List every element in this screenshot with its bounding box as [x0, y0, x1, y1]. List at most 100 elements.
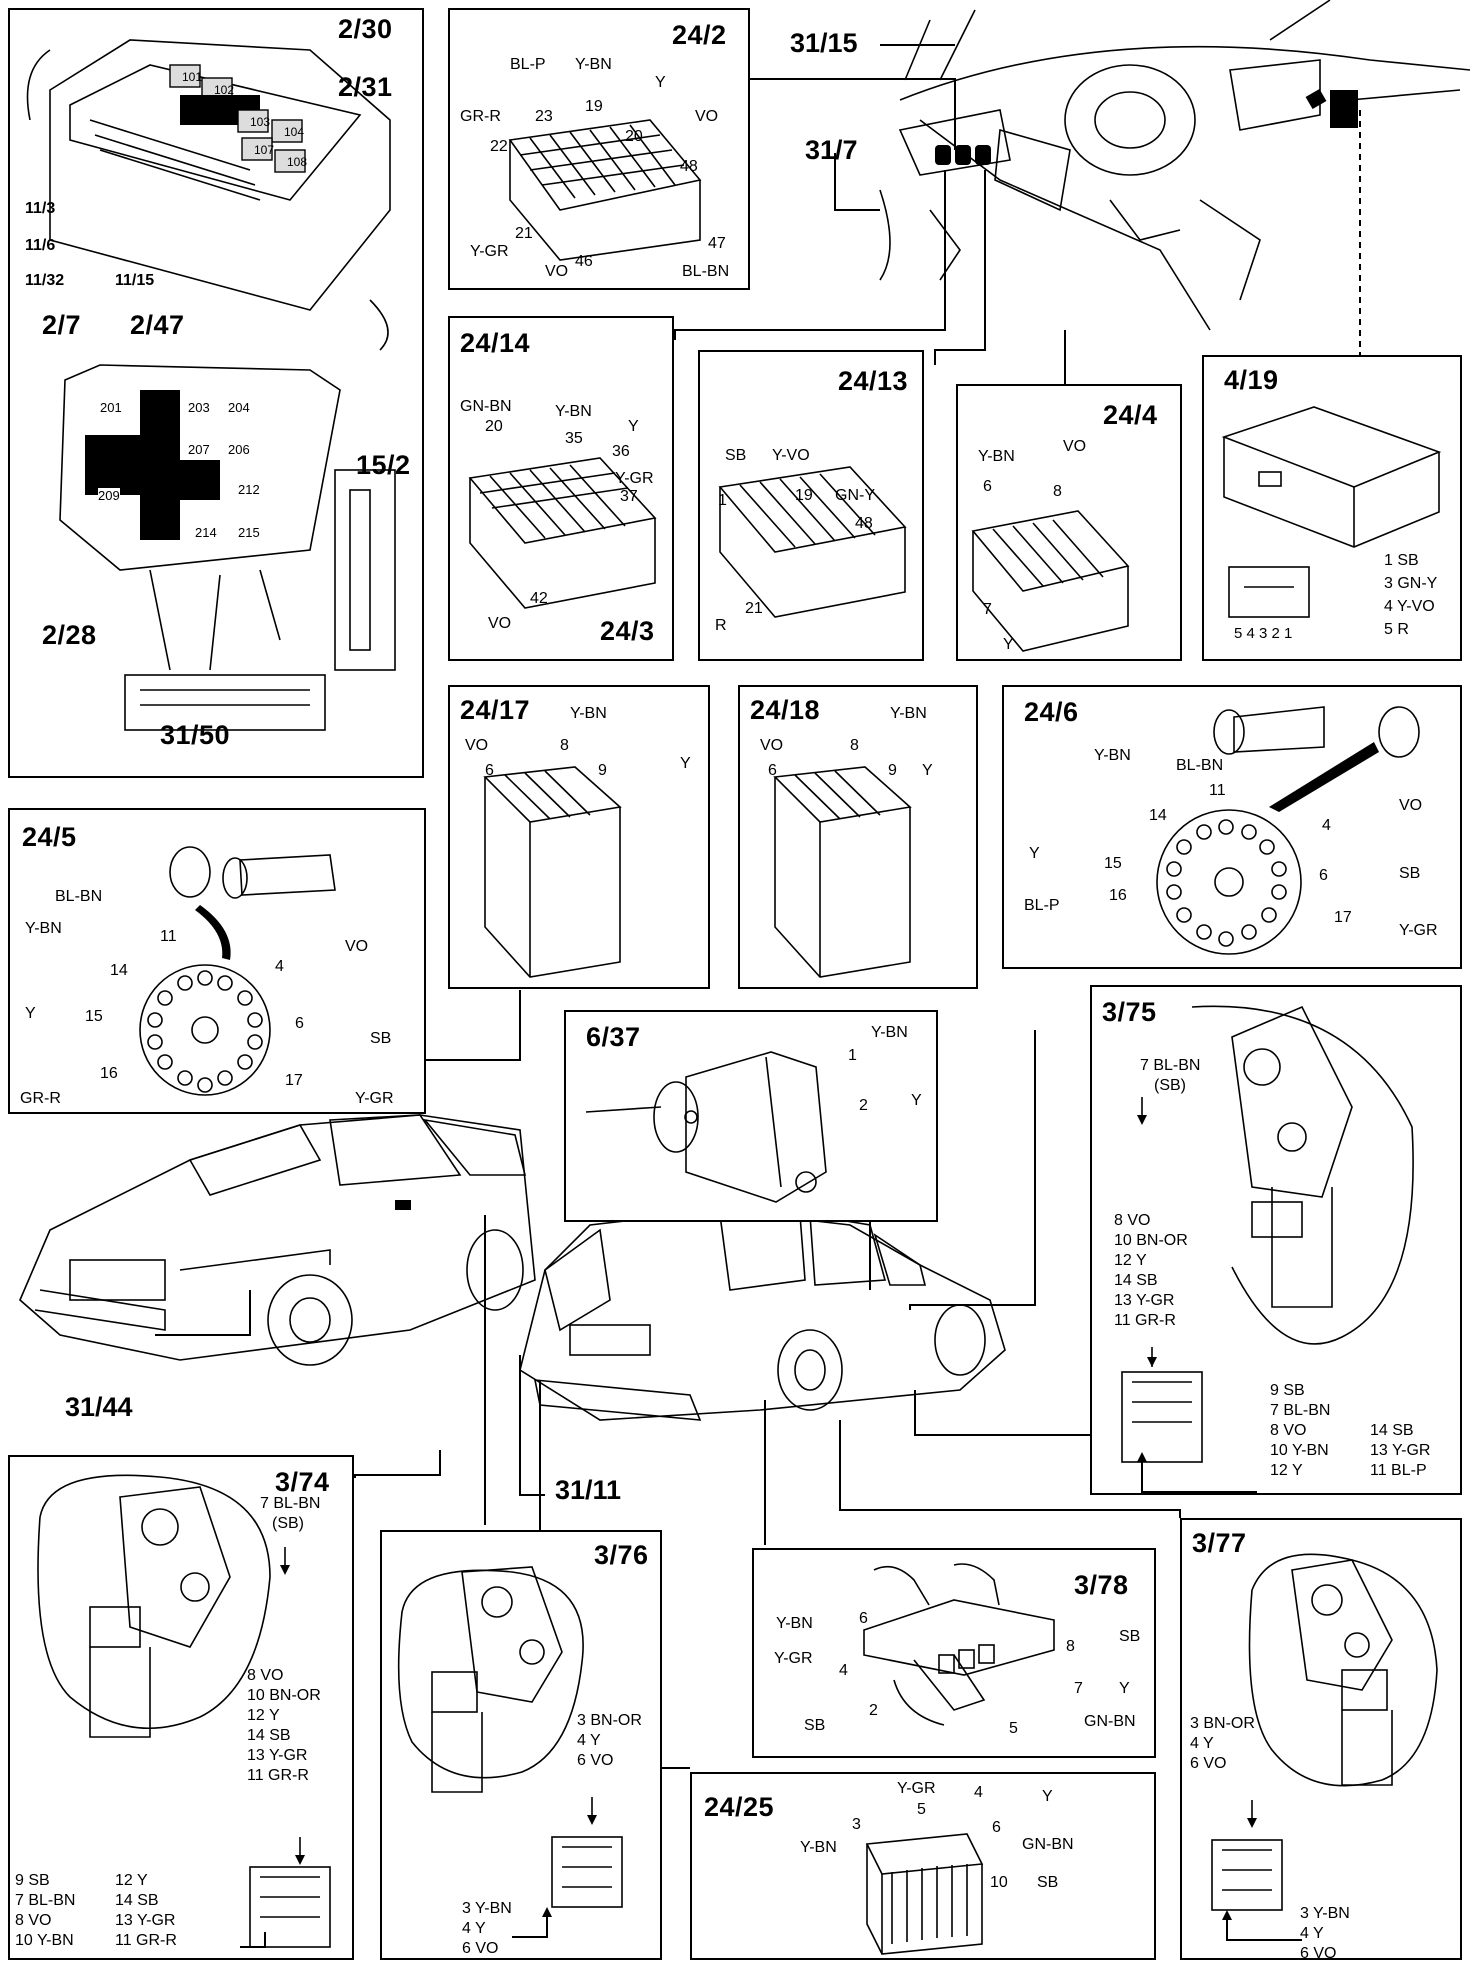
relay-204: 204: [228, 400, 250, 415]
wire-label-p4_19-legend-1: 3 GN-Y: [1384, 575, 1438, 592]
wire-label-p3_78-labels-3: 4: [839, 1662, 848, 1679]
connector-24-4-panel: 24/4 Y-BN VO 6 8 7 Y: [956, 384, 1182, 661]
wire-label-p24_5-labels-12: 17: [285, 1072, 303, 1089]
connector-24-13-drawing: [718, 466, 907, 618]
wire-24-6: [909, 1030, 1036, 1310]
wire-label-p3_77-legend-0: 3 Y-BN: [1300, 1905, 1350, 1922]
callout-31-44: 31/44: [65, 1392, 133, 1422]
connector-24-13-id: 24/13: [838, 366, 909, 396]
wire-label-p3_75-top2: (SB): [1154, 1077, 1186, 1094]
wire-label-p3_75-legend-3: 14 SB: [1370, 1422, 1414, 1439]
relay-214: 214: [195, 525, 217, 540]
wire-label-p24_6-labels-8: 6: [1319, 867, 1328, 884]
callout-31-11: 31/11: [555, 1475, 622, 1505]
lock-3-77-id: 3/77: [1192, 1528, 1247, 1558]
wire-label-p24_4-labels-0: Y-BN: [978, 448, 1015, 465]
connector-24-14-panel: 24/14 24/3 GN-BN Y-BN Y 20 35 36 Y-GR 37…: [448, 316, 674, 661]
relay-101: 101: [182, 70, 203, 84]
wire-label-p3_74-top1: 7 BL-BN: [260, 1495, 321, 1512]
wire-label-p24_13-labels-3: 19: [795, 487, 813, 504]
wire-label-p24_6-labels-11: 16: [1109, 887, 1127, 904]
wire-label-p3_75-legend-5: 13 Y-GR: [1370, 1442, 1431, 1459]
wire-label-p24_14-labels-0: GN-BN: [460, 398, 512, 415]
connector-24-17-id: 24/17: [460, 695, 531, 725]
wire-label-p3_75-wires-5: 11 GR-R: [1114, 1312, 1176, 1329]
fusebox-id-g: 2/7: [42, 310, 82, 340]
wire-label-p24_2-labels-8: VO: [695, 108, 719, 125]
wire-label-p24_13-labels-1: Y-VO: [772, 447, 810, 464]
connector-24-18-id: 24/18: [750, 695, 821, 725]
wire-label-p3_77-legend-1: 4 Y: [1300, 1925, 1324, 1942]
wire-label-p24_18-labels-2: 8: [850, 737, 859, 754]
wire-label-p3_78-labels-4: 8: [1066, 1638, 1075, 1655]
wire-label-p24_14-labels-7: 37: [620, 488, 638, 505]
motor-6-37-drawing: [585, 1051, 827, 1203]
wire-label-p24_14-labels-9: VO: [488, 615, 512, 632]
lock-3-74-drawing: [37, 1474, 331, 1948]
wire-label-p24_14-labels-5: 36: [612, 443, 630, 460]
wire-label-p3_75-wires-2: 12 Y: [1114, 1252, 1147, 1269]
lock-3-74-id: 3/74: [275, 1467, 330, 1497]
wire-label-p24_17-labels-5: Y: [680, 755, 691, 772]
wire-label-p24_5-labels-9: SB: [370, 1030, 392, 1047]
wire-label-p6_37-labels-1: 1: [848, 1047, 857, 1064]
connector-24-4-drawing: [971, 510, 1130, 652]
wire-label-p3_78-labels-7: Y: [1119, 1680, 1130, 1697]
wire-label-p24_17-labels-1: VO: [465, 737, 489, 754]
fusebox-id-f: 11/15: [115, 272, 155, 289]
wire-24-2: [750, 78, 956, 150]
wire-label-p24_25-labels-8: 10: [990, 1874, 1008, 1891]
car-rear-drawing: [519, 1209, 1006, 1421]
wire-label-p24_25-labels-9: SB: [1037, 1874, 1059, 1891]
wire-label-p24_17-labels-3: 6: [485, 762, 494, 779]
wire-label-p24_25-labels-3: 5: [917, 1801, 926, 1818]
wire-3-77: [839, 1420, 1181, 1518]
wire-label-p3_77-wires-1: 4 Y: [1190, 1735, 1214, 1752]
wire-label-p24_2-labels-1: Y-BN: [575, 56, 612, 73]
connector-24-5-id: 24/5: [22, 822, 77, 852]
connector-24-18-panel: 24/18 Y-BN VO 8 6 9 Y: [738, 685, 978, 989]
wire-label-p3_75-legend-6: 12 Y: [1270, 1462, 1303, 1479]
wire-label-p24_6-labels-0: Y-BN: [1094, 747, 1131, 764]
wire-label-p24_5-labels-5: VO: [345, 938, 369, 955]
wire-label-p24_25-labels-2: Y: [1042, 1788, 1053, 1805]
connector-24-14-drawing: [468, 457, 657, 609]
wire-label-p24_25-labels-4: 3: [852, 1816, 861, 1833]
module-4-19-pins: 5 4 3 2 1: [1234, 625, 1293, 642]
wire-label-p24_25-labels-5: 6: [992, 1819, 1001, 1836]
wire-label-p24_13-labels-5: 48: [855, 515, 873, 532]
relay-213: 213: [150, 525, 172, 540]
fusebox-id-j: 2/28: [42, 620, 97, 650]
wire-label-p3_74-wires-3: 14 SB: [247, 1727, 291, 1744]
wire-label-p24_2-labels-5: Y: [655, 74, 666, 91]
car-front-drawing: [19, 1114, 536, 1366]
wire-label-p4_19-legend-2: 4 Y-VO: [1384, 598, 1435, 615]
relay-207: 207: [188, 442, 210, 457]
wire-label-p24_2-labels-10: 21: [515, 225, 533, 242]
wire-label-p3_75-legend-0: 9 SB: [1270, 1382, 1305, 1399]
relay-201: 201: [100, 400, 122, 415]
lock-3-76-drawing: [397, 1566, 623, 1938]
wire-label-p24_5-labels-2: Y-BN: [25, 920, 62, 937]
wire-label-p24_25-labels-1: 4: [974, 1784, 983, 1801]
wire-label-p24_6-labels-12: 17: [1334, 909, 1352, 926]
wire-label-p3_74-wires-1: 10 BN-OR: [247, 1687, 321, 1704]
connector-24-5-panel: 24/5 BL-BN 11 Y-BN 14 4 VO Y 15 6 SB 16 …: [8, 808, 426, 1114]
wire-label-p24_13-labels-4: GN-Y: [835, 487, 875, 504]
fusebox-id-k: 31/50: [160, 720, 231, 750]
connector-24-6-drawing: [1156, 706, 1420, 955]
dashboard-drawing: [879, 0, 1471, 331]
lock-3-76-id: 3/76: [594, 1540, 649, 1570]
wire-label-p24_14-labels-6: Y-GR: [615, 470, 654, 487]
connector-24-6-panel: 24/6 Y-BN BL-BN 11 14 4 VO Y 15 6 SB BL-…: [1002, 685, 1462, 969]
connector-24-13-panel: 24/13 SB Y-VO 1 19 GN-Y 48 21 R: [698, 350, 924, 661]
wire-label-p24_6-labels-2: 11: [1209, 782, 1226, 799]
wire-label-p3_78-labels-0: Y-BN: [776, 1615, 813, 1632]
wire-label-p24_25-labels-6: GN-BN: [1022, 1836, 1074, 1853]
wire-label-p3_76-wires-0: 3 BN-OR: [577, 1712, 642, 1729]
wire-label-p3_77-wires-0: 3 BN-OR: [1190, 1715, 1255, 1732]
relay-108: 108: [287, 155, 308, 169]
wire-label-p24_2-labels-13: VO: [545, 263, 569, 280]
